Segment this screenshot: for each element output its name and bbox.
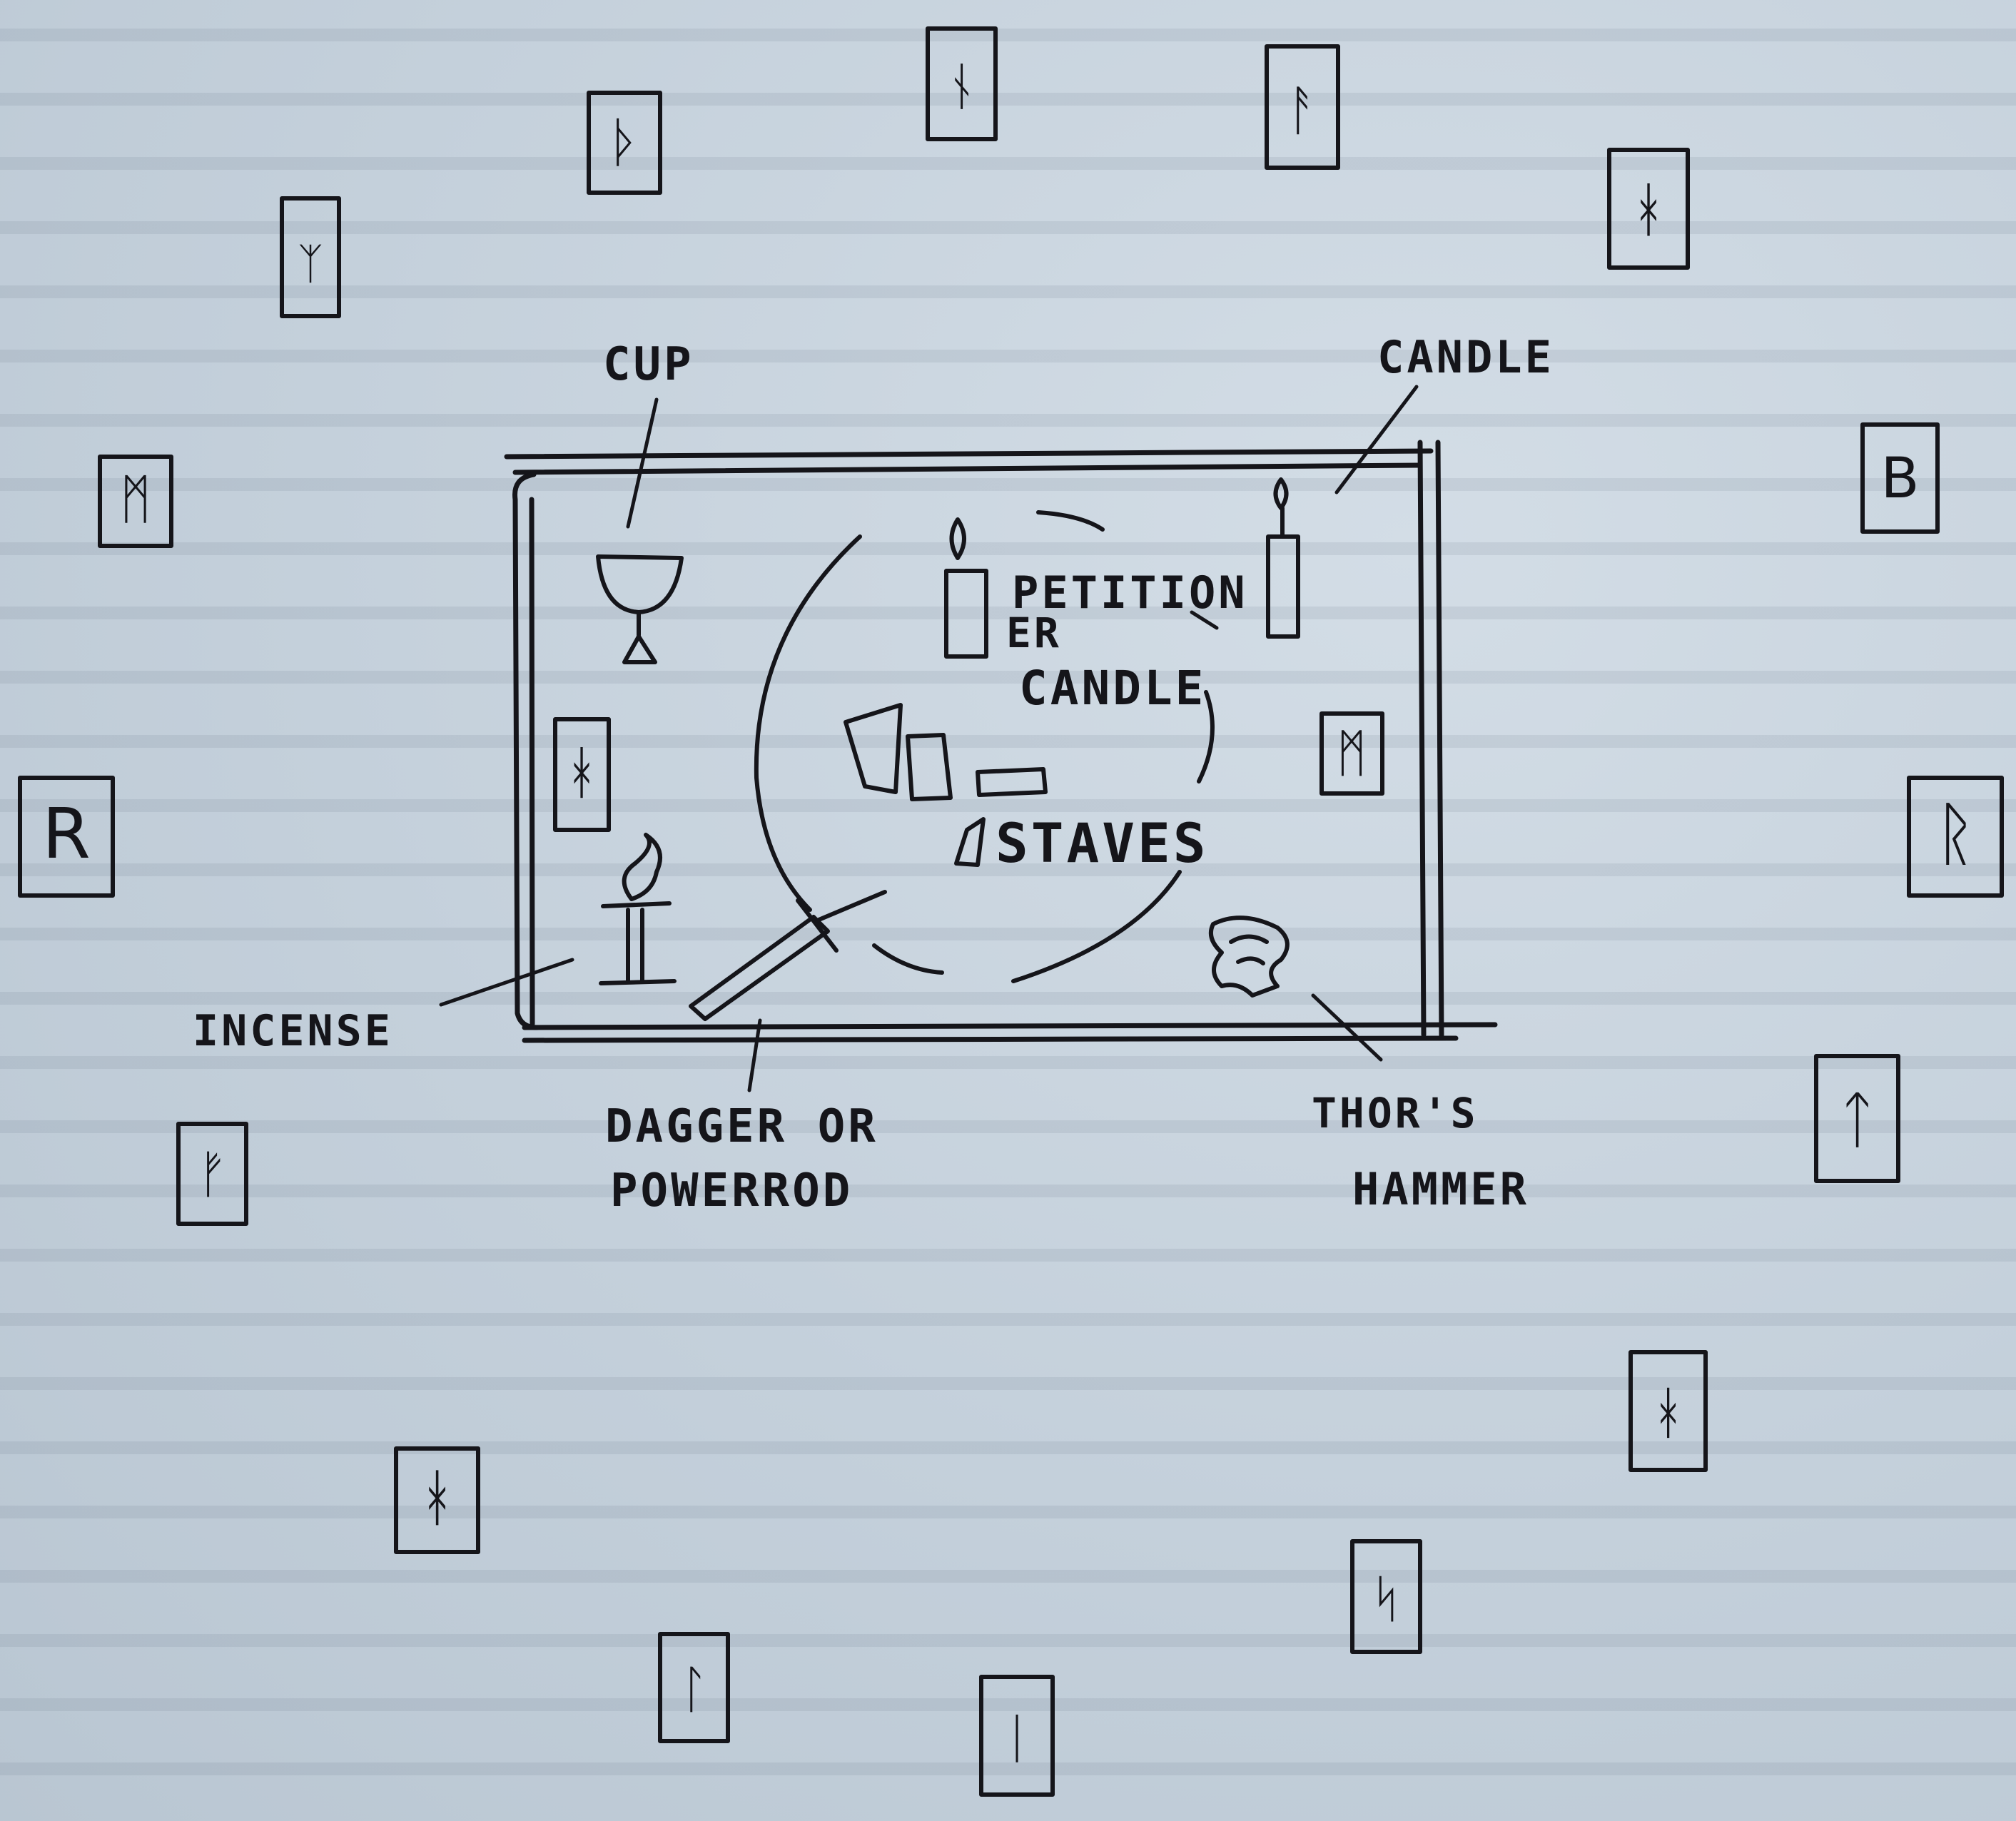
petitioner-label-line2: ER [1006, 609, 1062, 657]
rune-boxed-ehwaz: ᚼ [396, 1449, 478, 1552]
rune-glyph: ᚦ [608, 111, 640, 173]
thors-hammer-label-line2: HAMMER [1352, 1163, 1529, 1215]
petitioner-label-line3: CANDLE [1019, 661, 1206, 716]
incense-icon [601, 835, 674, 983]
rune-boxed-uruz: ᚱ [1909, 778, 2002, 896]
rune-boxed-nauthiz: ᚾ [928, 29, 996, 139]
cup-pointer-line [628, 400, 657, 527]
svg-text:ᚼ: ᚼ [564, 739, 599, 806]
rune-boxed-thurisaz: ᚦ [589, 93, 660, 193]
dagger-icon [691, 892, 885, 1019]
rune-boxed-laguz: ᛚ [660, 1634, 728, 1741]
rune-glyph: ᛋ [1371, 1569, 1402, 1628]
dagger-label-line1: DAGGER OR [605, 1100, 878, 1153]
rune-glyph: ᚱ [1935, 793, 1977, 874]
candle-pointer-line [1337, 387, 1417, 492]
rune-glyph: ᚠ [197, 1145, 228, 1204]
rune-boxed-fehu: ᚠ [178, 1124, 246, 1224]
petitioner-candle-icon [946, 519, 986, 656]
rune-boxed-algiz: ᛉ [282, 198, 339, 316]
rune-box-left-inner: ᚼ [555, 719, 609, 830]
staves-label: STAVES [996, 811, 1209, 875]
rune-boxed-ansuz: ᚨ [1267, 46, 1338, 168]
rune-glyph: ᛏ [1839, 1085, 1876, 1156]
candle-icon [1268, 480, 1298, 636]
rune-boxed-sowilo: ᛋ [1352, 1541, 1420, 1652]
rune-glyph: ᛉ [298, 239, 323, 289]
rune-glyph: ᛗ [119, 467, 151, 530]
rune-glyph: B [1880, 445, 1919, 511]
rune-glyph: ᚼ [419, 1463, 456, 1534]
rune-glyph: ᛁ [1001, 1707, 1033, 1770]
rune-glyph: ᛚ [679, 1660, 709, 1719]
rune-boxed-berkano: B [1863, 425, 1938, 532]
thors-hammer-icon [1211, 918, 1287, 995]
outer-rune-ring: ᚦ ᚾ ᚨ ᚼ B ᚱ ᛏ ᚼ ᛋ ᛁ ᛚ ᚼ ᚠ R ᛗ ᛉ [20, 29, 2002, 1795]
rune-glyph: ᚾ [946, 56, 977, 116]
cup-label: CUP [603, 338, 694, 391]
dagger-label-line2: POWERROD [610, 1165, 853, 1217]
rune-glyph: ᚼ [1631, 176, 1666, 244]
rune-boxed-raido: R [20, 778, 113, 896]
candle-label: CANDLE [1377, 331, 1554, 383]
rune-boxed-mannaz: ᛗ [100, 457, 171, 546]
svg-text:ᛗ: ᛗ [1336, 723, 1367, 783]
rune-glyph: ᚨ [1286, 79, 1318, 142]
dagger-pointer-line [749, 1020, 760, 1090]
thors-hammer-label-line1: THOR'S [1312, 1089, 1479, 1137]
rune-boxed-jera: ᚼ [1609, 150, 1688, 268]
rune-boxed-tiwaz: ᛏ [1816, 1056, 1898, 1181]
rune-boxed-isa: ᛁ [981, 1677, 1053, 1795]
rune-glyph: R [42, 793, 91, 874]
cup-icon [598, 557, 682, 662]
rune-boxed-hagalaz: ᚼ [1631, 1352, 1706, 1470]
rune-glyph: ᚼ [1651, 1380, 1685, 1446]
incense-pointer-line [441, 960, 572, 1005]
incense-label: INCENSE [193, 1006, 393, 1056]
rune-box-right-inner: ᛗ [1322, 714, 1382, 793]
